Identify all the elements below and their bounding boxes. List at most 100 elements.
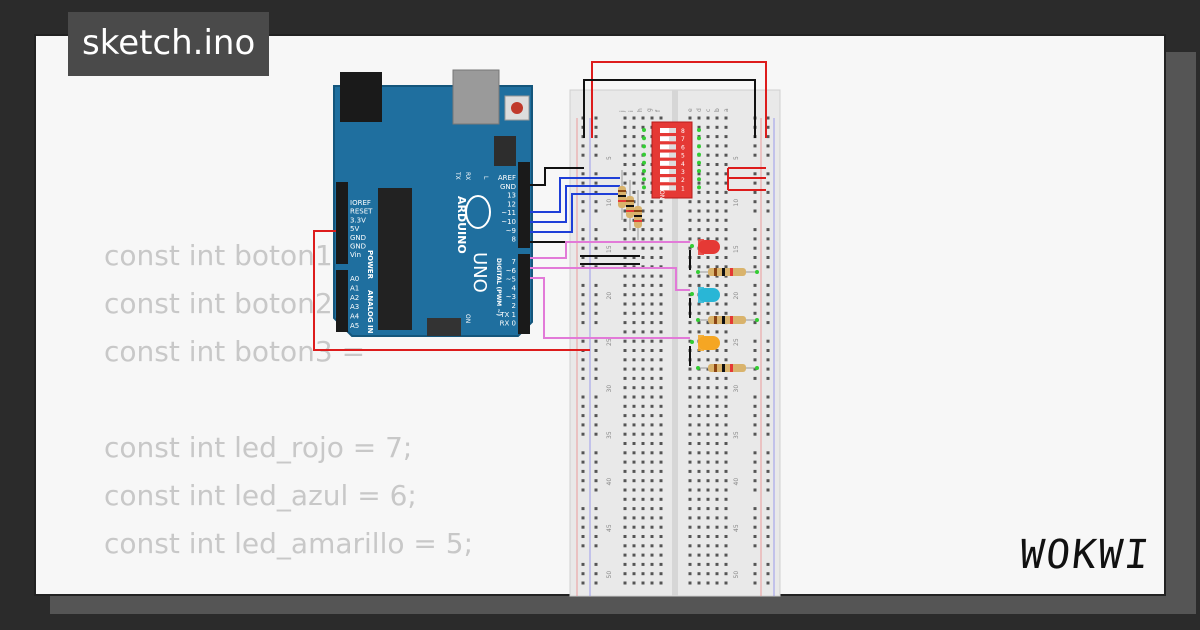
breadboard-hole <box>659 274 663 278</box>
breadboard-hole <box>706 404 710 408</box>
breadboard-hole <box>632 265 636 269</box>
breadboard-hole <box>641 274 645 278</box>
rail-hole <box>581 535 585 538</box>
digital-pin-label: AREF <box>498 174 516 182</box>
breadboard-hole <box>632 451 636 455</box>
rail-hole <box>753 311 757 315</box>
breadboard-hole <box>659 544 663 548</box>
breadboard-hole <box>697 488 701 492</box>
breadboard-hole <box>659 488 663 492</box>
dip-position-label: 2 <box>681 177 685 184</box>
breadboard-hole <box>697 442 701 445</box>
breadboard-hole <box>688 581 692 585</box>
digital-pin-label: ~6 <box>506 267 517 275</box>
rail-hole <box>581 228 585 232</box>
rail-hole <box>594 283 598 287</box>
breadboard-center-gap <box>672 90 678 596</box>
breadboard-hole <box>706 488 710 492</box>
analog-label: ANALOG IN <box>366 290 374 334</box>
rail-hole <box>581 339 585 343</box>
rail-hole <box>581 544 585 548</box>
breadboard-hole <box>688 562 692 566</box>
breadboard-hole <box>706 228 710 232</box>
breadboard-hole <box>623 153 627 157</box>
breadboard-hole <box>715 432 719 436</box>
breadboard-hole <box>697 386 701 390</box>
rail-hole <box>766 469 770 473</box>
rail-hole <box>753 404 757 408</box>
breadboard-hole <box>650 376 654 380</box>
resistor-band <box>714 364 717 372</box>
dip-position-label: 1 <box>681 185 685 192</box>
dip-on-label: ON <box>658 190 665 199</box>
breadboard-hole <box>724 395 728 399</box>
rail-hole <box>766 153 770 157</box>
rail-hole <box>594 395 598 399</box>
rail-hole <box>766 265 770 269</box>
file-name-tab[interactable]: sketch.ino <box>68 12 270 76</box>
column-letter: j <box>619 110 626 113</box>
breadboard-hole <box>697 283 701 287</box>
breadboard-hole <box>724 153 728 157</box>
rail-hole <box>581 246 585 250</box>
power-pin-label: GND <box>350 234 366 242</box>
breadboard-hole <box>715 525 719 529</box>
breadboard-hole <box>688 516 692 520</box>
breadboard-hole <box>632 172 636 176</box>
breadboard-hole <box>697 274 701 278</box>
breadboard-hole <box>632 432 636 436</box>
breadboard-hole <box>724 497 728 501</box>
breadboard-hole <box>623 451 627 455</box>
connection-dot <box>696 318 700 322</box>
breadboard-hole <box>715 460 719 464</box>
connection-dot <box>642 160 646 165</box>
dip-toggle <box>660 128 676 133</box>
led-amber <box>690 335 720 351</box>
row-number: 50 <box>606 571 613 579</box>
connection-dot <box>697 136 701 141</box>
rail-hole <box>594 525 598 529</box>
breadboard-hole <box>623 460 627 464</box>
rail-hole <box>766 283 770 287</box>
rail-hole <box>581 469 585 473</box>
rail-hole <box>753 293 757 297</box>
rail-hole <box>753 339 757 343</box>
breadboard-hole <box>688 497 692 501</box>
dip-toggle <box>660 185 676 191</box>
rail-hole <box>753 562 757 566</box>
breadboard-hole <box>632 339 636 343</box>
breadboard-hole <box>688 479 692 483</box>
column-letter: g <box>646 108 653 112</box>
breadboard-hole <box>641 209 645 213</box>
breadboard-hole <box>688 404 692 408</box>
power-pin-label: 5V <box>350 225 359 233</box>
breadboard-hole <box>632 479 636 483</box>
breadboard-hole <box>715 200 719 204</box>
code-line: const int boton2 = <box>104 287 374 320</box>
breadboard-hole <box>706 367 710 371</box>
breadboard-hole <box>641 321 645 325</box>
dip-position-label: 5 <box>681 153 685 160</box>
breadboard-hole <box>632 311 636 315</box>
breadboard-hole <box>706 265 710 269</box>
breadboard-hole <box>623 339 627 343</box>
digital-pin-label: 7 <box>512 258 516 266</box>
breadboard-hole <box>706 125 710 129</box>
breadboard-hole <box>659 321 663 325</box>
breadboard-hole <box>632 302 636 306</box>
breadboard-hole <box>650 237 654 241</box>
breadboard-hole <box>724 274 728 278</box>
breadboard-hole <box>706 358 710 362</box>
breadboard-hole <box>724 237 728 241</box>
digital-pin-label: RX 0 <box>500 320 516 328</box>
rail-hole <box>753 451 757 455</box>
rail-hole <box>594 265 598 269</box>
breadboard-hole <box>632 544 636 548</box>
digital-pin-label: 8 <box>512 236 516 244</box>
breadboard-hole <box>715 172 719 176</box>
rail-hole <box>594 181 598 185</box>
breadboard-hole <box>623 125 627 129</box>
rail-hole <box>766 190 770 194</box>
breadboard-hole <box>632 135 636 139</box>
